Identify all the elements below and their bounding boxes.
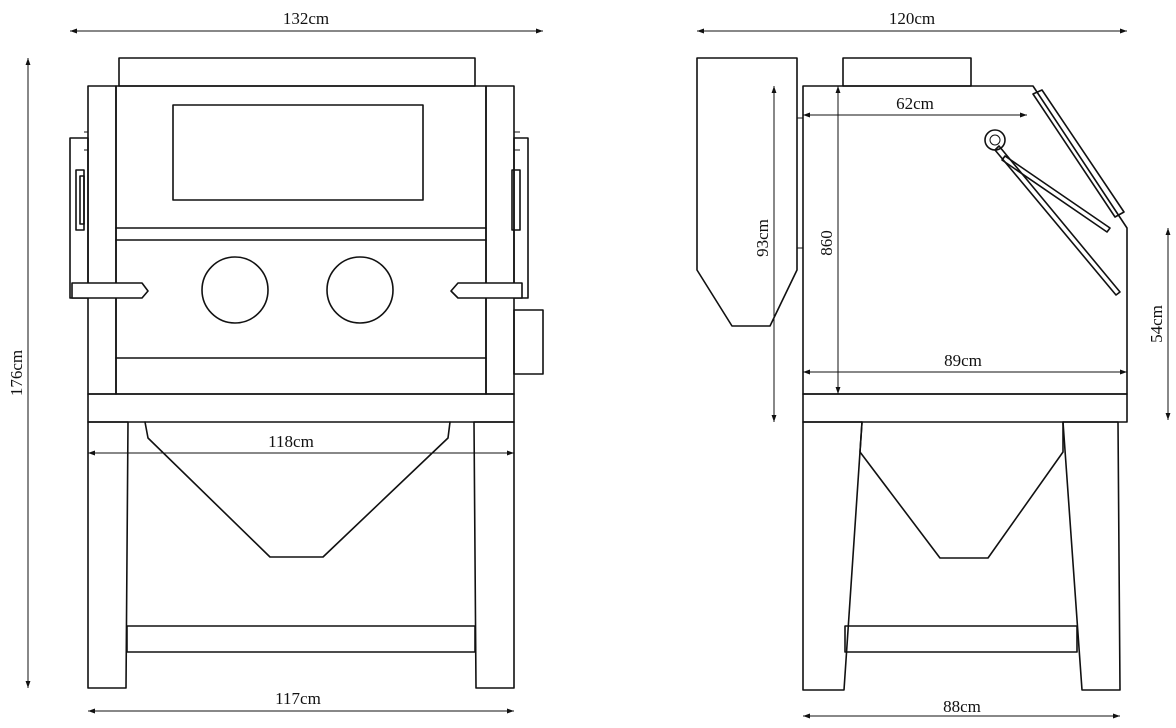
dim-side-base-depth: 88cm: [943, 697, 981, 716]
gas-strut-short: [1001, 155, 1111, 233]
side-front-leg: [802, 421, 863, 691]
dim-side-front-height: 54cm: [1147, 305, 1166, 343]
front-stretcher: [126, 625, 476, 653]
side-view: 120cm 62cm 93cm 860 89cm 54cm 88cm: [696, 9, 1171, 719]
dim-front-width-top: 132cm: [283, 9, 329, 28]
front-table-top: [87, 393, 515, 423]
dim-front-hopper-width: 118cm: [268, 432, 314, 451]
front-right-post: [485, 85, 515, 395]
front-hopper: [144, 421, 451, 558]
side-table-top: [802, 393, 1128, 423]
side-rear-leg: [1062, 421, 1121, 691]
dust-collector: [696, 57, 798, 327]
front-right-leg: [473, 421, 515, 689]
side-top-lid: [842, 57, 972, 87]
left-side-door: [69, 137, 89, 299]
viewing-window: [172, 104, 424, 201]
left-arm-rest: [71, 282, 149, 299]
side-stretcher: [844, 625, 1078, 653]
side-hopper: [859, 421, 1064, 559]
dim-side-upper-depth: 62cm: [896, 94, 934, 113]
front-left-leg: [87, 421, 129, 689]
dim-side-cabinet-height: 860: [817, 230, 836, 256]
dim-front-height: 176cm: [7, 350, 26, 396]
glove-port-left: [201, 256, 269, 324]
support-pivot: [984, 129, 1006, 151]
front-view: 132cm 176cm 118cm 117cm: [7, 9, 544, 714]
front-top-lid: [118, 57, 476, 87]
gas-strut-long: [994, 145, 1121, 296]
front-left-post: [87, 85, 117, 395]
dim-front-base-width: 117cm: [275, 689, 321, 708]
side-connector: [796, 117, 804, 249]
dim-side-cabinet-depth: 89cm: [944, 351, 982, 370]
side-cabinet-profile: [802, 85, 1128, 395]
right-arm-rest: [450, 282, 523, 299]
dim-side-collector-height: 93cm: [753, 219, 772, 257]
glove-port-right: [326, 256, 394, 324]
dim-side-total-depth: 120cm: [889, 9, 935, 28]
side-control-box: [513, 309, 544, 375]
right-door-handle: [511, 169, 521, 231]
side-window-frame: [1032, 89, 1125, 218]
left-door-handle-inner: [79, 175, 85, 225]
right-side-door: [513, 137, 529, 299]
